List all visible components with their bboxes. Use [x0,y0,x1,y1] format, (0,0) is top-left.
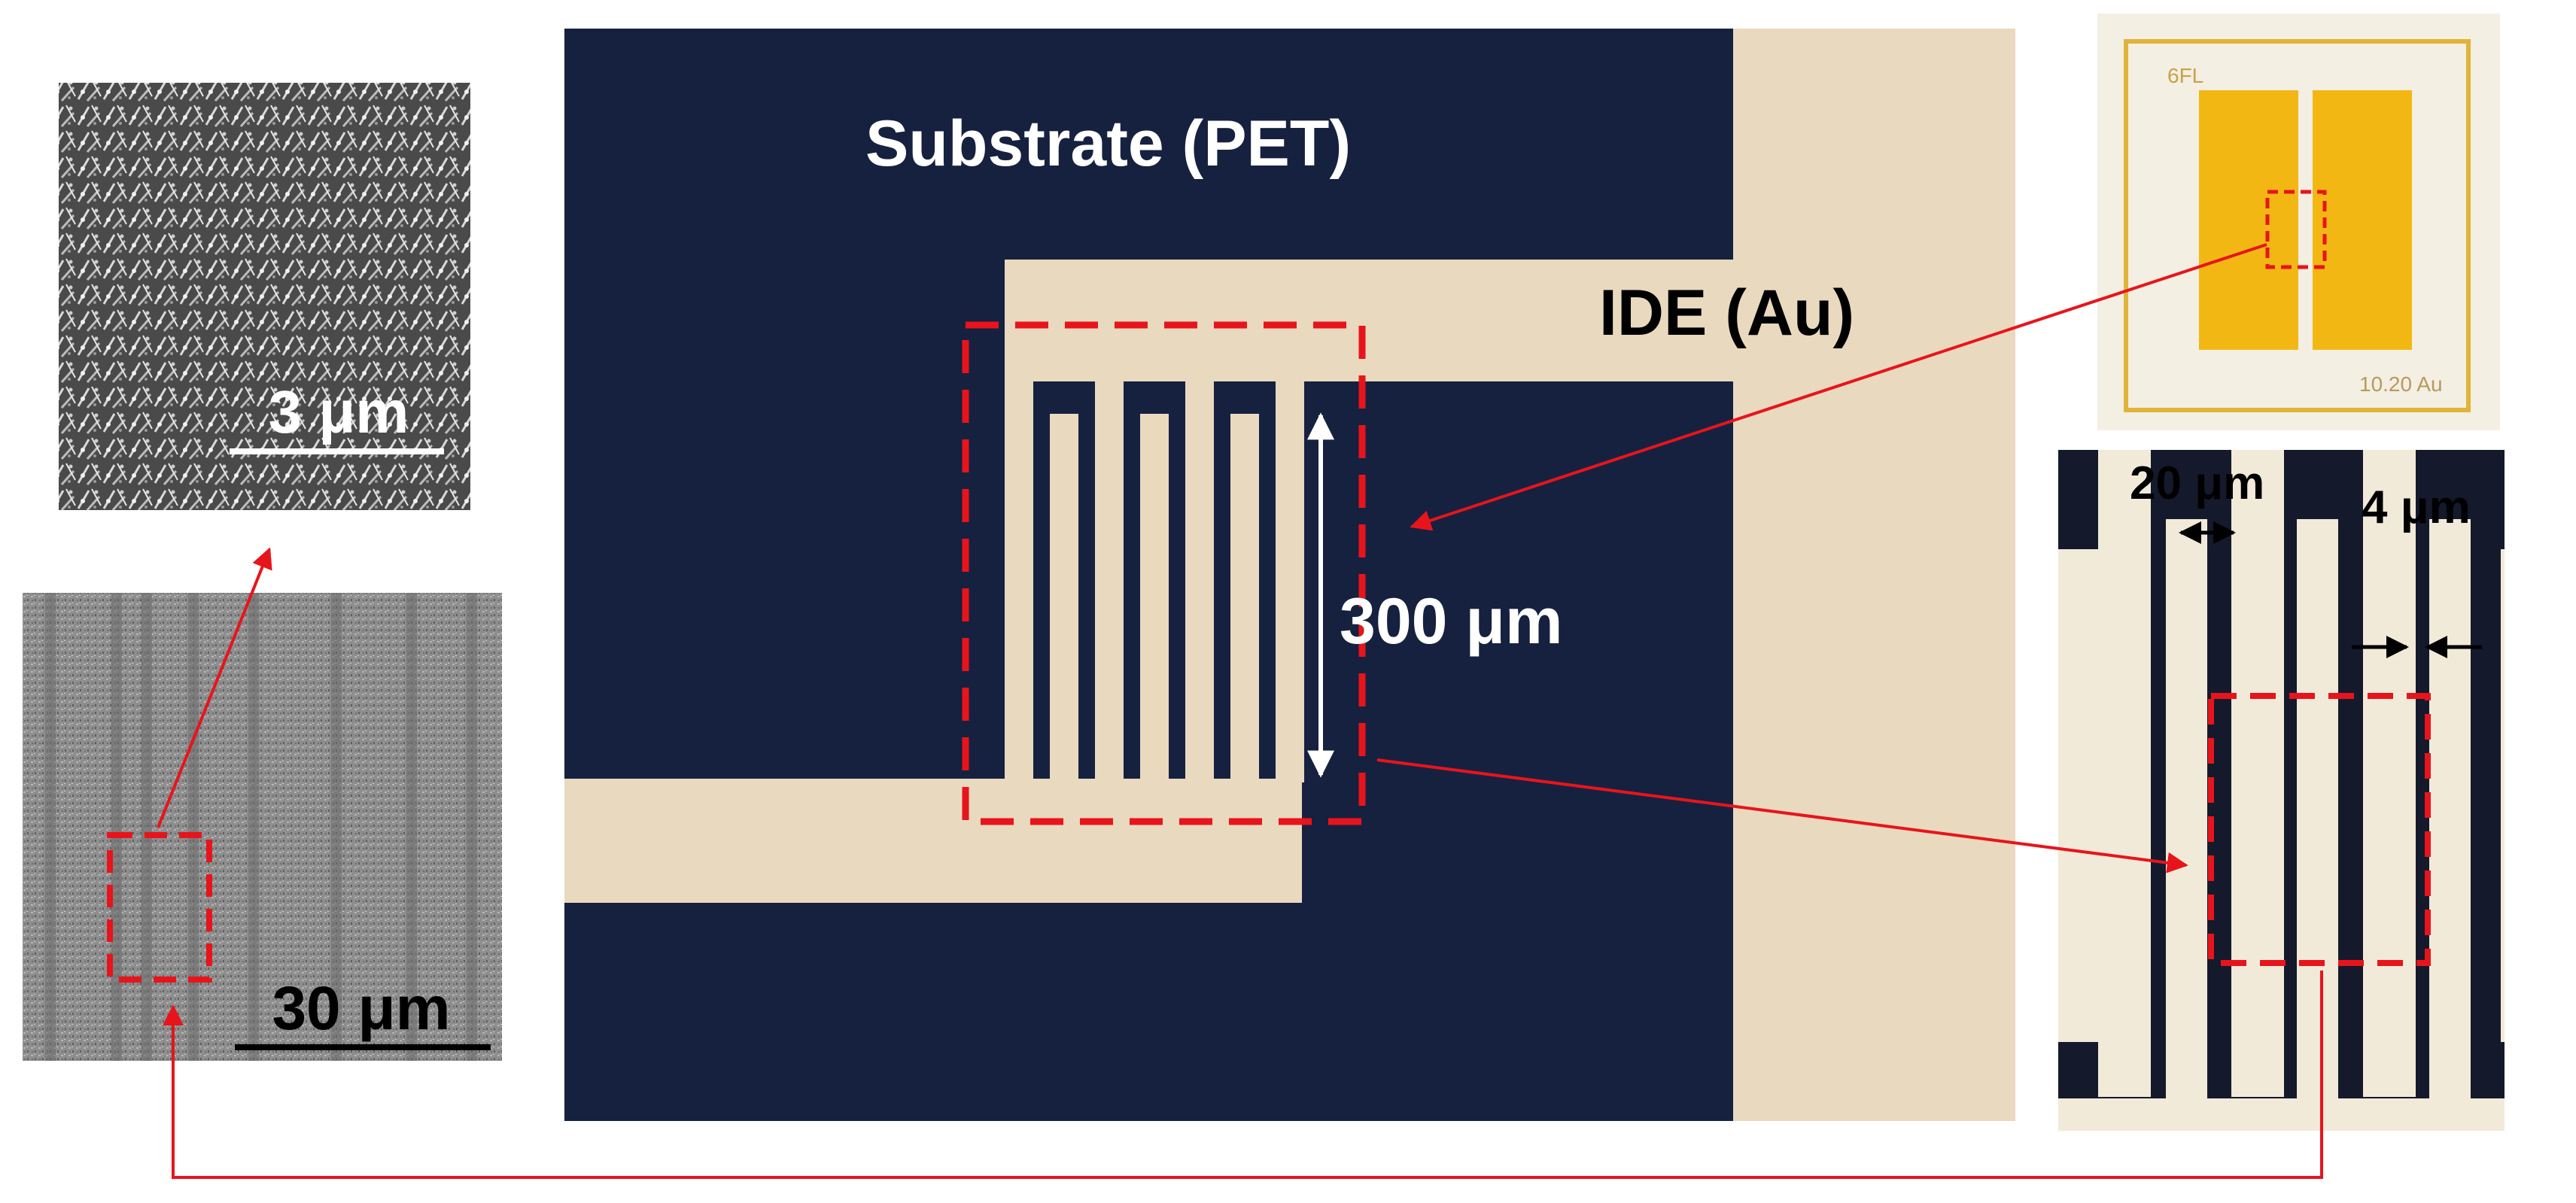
scale-label-30um: 30 μm [272,974,450,1043]
nanorod-sem-image [59,83,470,510]
zoom-inner-box [2208,693,2431,966]
device-photo-background [2097,14,2500,430]
sem-finger-stripes [45,593,477,1061]
sem-high-mag-panel: 3 μm [59,83,470,510]
arrow-lowmag-to-highmag [157,547,272,828]
height-label: 300 μm [1340,585,1562,658]
finger-gap-label: 4 μm [2362,482,2471,533]
arrow-zoom-to-lowmag [163,971,2323,1179]
device-photo-panel: 6FL 10.20 Au [2097,14,2500,430]
interdigitated-fingers [1005,376,1304,782]
scale-label-3um: 3 μm [269,378,409,445]
substrate-label: Substrate (PET) [865,108,1351,180]
zoom-fingers [2098,450,2471,1098]
left-gold-pad [2199,90,2298,350]
device-frame-line [2124,39,2471,412]
upper-electrode-arm [1005,260,1735,381]
right-gold-pad [2313,90,2412,350]
device-corner-text: 10.20 Au [2359,372,2443,396]
arrow-device-to-main [1410,243,2267,531]
finger-width-label: 20 μm [2130,457,2264,509]
arrow-main-to-zoom [1376,758,2188,873]
zoom-finger-gaps [2151,549,2501,1042]
lower-electrode-arm [564,779,1302,903]
right-electrode-pad [1733,29,2015,1121]
sem-zoom-box [107,832,212,983]
zoom-ide-panel: 20 μm 4 μm [2058,450,2505,1131]
device-logo-text: 6FL [2167,64,2203,87]
sem-low-mag-panel: 30 μm [23,593,502,1061]
electrode-label: IDE (Au) [1599,277,1854,349]
main-micrograph-panel: 300 μm Substrate (PET) IDE (Au) [564,29,2015,1121]
connector-arrows [157,243,2323,1179]
low-mag-sem-image [23,593,502,1061]
